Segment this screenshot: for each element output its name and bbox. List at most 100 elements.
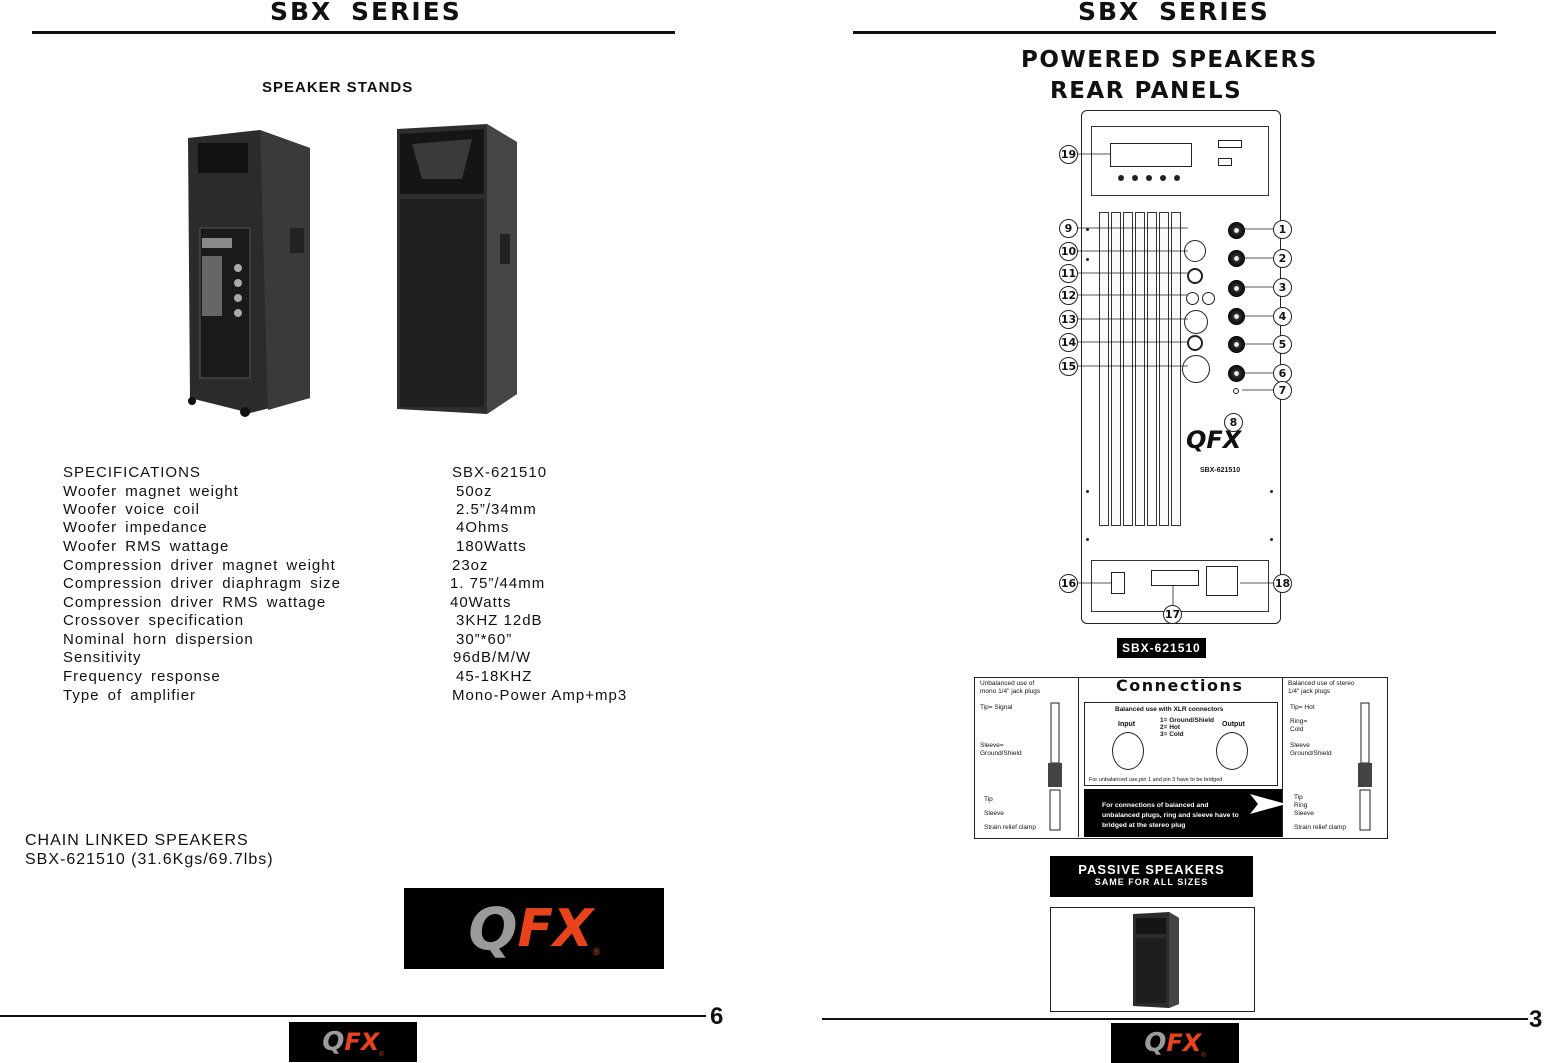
spec-value: 1. 75”/44mm — [450, 575, 546, 592]
xlr-box — [1084, 702, 1278, 786]
sd-slot-icon — [1218, 140, 1242, 148]
xlr-bridge-note: For unbalanced use,pin 1 and pin 3 have … — [1089, 777, 1223, 783]
callout-12: 12 — [1059, 286, 1078, 305]
rca-jack-icon — [1202, 292, 1215, 305]
mp3-button-icon — [1146, 175, 1152, 181]
balanced-sleeve2-label: Sleeve — [1294, 810, 1314, 817]
logo-fx: FX — [344, 1028, 380, 1056]
mp3-module — [1091, 126, 1269, 196]
spec-label: Woofer RMS wattage — [63, 538, 230, 555]
line-output-xlr-icon — [1182, 355, 1210, 383]
treble-knob-icon — [1228, 336, 1245, 353]
logo-reg: ® — [379, 1052, 384, 1058]
callout-14: 14 — [1059, 333, 1078, 352]
mp3-button-icon — [1174, 175, 1180, 181]
callout-9: 9 — [1059, 219, 1078, 238]
spec-value: 40Watts — [450, 594, 512, 611]
connections-title: Connections — [1116, 676, 1244, 695]
ac-inlet-icon — [1206, 566, 1238, 596]
callout-leader-lines — [1077, 153, 1275, 605]
balanced-ring-label: Ring= Cold — [1290, 718, 1308, 733]
spec-value: Mono-Power Amp+mp3 — [452, 687, 628, 704]
screw-icon — [1086, 228, 1089, 231]
line-level-knob-icon — [1228, 280, 1245, 297]
powered-speakers-title: POWERED SPEAKERS — [1021, 47, 1318, 73]
usb-port-icon — [1218, 158, 1232, 166]
line-input-jack-icon — [1187, 268, 1203, 284]
mp3-button-icon — [1118, 175, 1124, 181]
unbalanced-tip-label: Tip= Signal — [980, 704, 1013, 711]
callout-18: 18 — [1273, 574, 1292, 593]
left-header-rule — [32, 31, 675, 34]
speaker-rear-image — [188, 130, 310, 417]
left-footer-rule — [0, 1015, 706, 1017]
passive-speakers-subtitle: SAME FOR ALL SIZES — [1094, 877, 1209, 887]
balanced-stereo-panel — [1282, 677, 1387, 837]
callout-11: 11 — [1059, 264, 1078, 283]
callout-2: 2 — [1273, 249, 1292, 268]
logo-reg: ® — [593, 947, 600, 957]
heatsink-fin — [1099, 212, 1109, 526]
spec-value: 50oz — [456, 483, 493, 500]
callout-16: 16 — [1059, 574, 1078, 593]
mono-jack-plug-icon — [1048, 702, 1062, 831]
unbalanced-tip2-label: Tip — [984, 796, 993, 803]
callout-4: 4 — [1273, 307, 1292, 326]
xlr-pin-1: 1= Ground/Shield — [1160, 717, 1214, 724]
xlr-input-label: Input — [1118, 721, 1136, 728]
specs-model: SBX-621510 — [452, 464, 548, 481]
callout-17: 17 — [1163, 605, 1182, 624]
power-led-icon — [1233, 388, 1239, 394]
spec-label: Type of amplifier — [63, 687, 197, 704]
logo-reg: ® — [1201, 1053, 1206, 1059]
passive-speaker-image-frame — [1050, 907, 1255, 1012]
screw-icon — [1270, 490, 1273, 493]
callout-13: 13 — [1059, 310, 1078, 329]
logo-fx: FX — [517, 898, 594, 959]
screw-icon — [1270, 538, 1273, 541]
unbalanced-sleeve2-label: Sleeve — [984, 810, 1004, 817]
spec-value: 30”*60” — [456, 631, 513, 648]
stereo-jack-plug-icon — [1358, 702, 1372, 831]
heatsink-fin — [1135, 212, 1145, 526]
spec-value: 96dB/M/W — [453, 649, 532, 666]
screw-icon — [1086, 490, 1089, 493]
right-header-rule — [853, 31, 1496, 34]
spec-value: 3KHZ 12dB — [456, 612, 543, 629]
heatsink-fin — [1159, 212, 1169, 526]
voltage-selector-icon — [1151, 570, 1199, 586]
callout-8: 8 — [1224, 413, 1243, 432]
logo-q: Q — [468, 894, 518, 963]
heatsink-fin — [1147, 212, 1157, 526]
arrow-right-icon — [1250, 794, 1286, 814]
bass-knob-icon — [1228, 365, 1245, 382]
spec-label: Compression driver RMS wattage — [63, 594, 327, 611]
logo-fx: FX — [1166, 1029, 1202, 1057]
line-output-jack-icon — [1187, 335, 1203, 351]
unbalanced-panel — [974, 677, 1079, 837]
mic-level-knob-icon — [1228, 250, 1245, 267]
chain-linked-title: CHAIN LINKED SPEAKERS — [25, 832, 249, 849]
right-header: SBX SERIES — [1078, 0, 1270, 26]
callout-10: 10 — [1059, 242, 1078, 261]
bridge-note-text: For connections of balanced and unbalanc… — [1102, 802, 1239, 829]
passive-speaker-image — [1133, 912, 1179, 1008]
heatsink-fin — [1123, 212, 1133, 526]
xlr-male-icon — [1216, 732, 1248, 770]
spec-label: Nominal horn dispersion — [63, 631, 254, 648]
connections-frame — [974, 677, 1388, 839]
xlr-pin-3: 3= Cold — [1160, 731, 1184, 738]
right-footer-rule — [822, 1018, 1528, 1020]
spec-label: Compression driver diaphragm size — [63, 575, 341, 592]
screw-icon — [1086, 538, 1089, 541]
model-badge: SBX-621510 — [1117, 638, 1206, 658]
balanced-ring2-label: Ring — [1294, 802, 1308, 809]
rear-panels-title: REAR PANELS — [1050, 78, 1243, 104]
balanced-tip-label: Tip= Hot — [1290, 704, 1315, 711]
unbalanced-sleeve-label: Sleeve= Ground/Shield — [980, 742, 1022, 757]
volume-knob-icon — [1228, 308, 1245, 325]
callout-1: 1 — [1273, 220, 1292, 239]
mp3-button-icon — [1160, 175, 1166, 181]
left-page-number: 6 — [710, 1003, 724, 1030]
